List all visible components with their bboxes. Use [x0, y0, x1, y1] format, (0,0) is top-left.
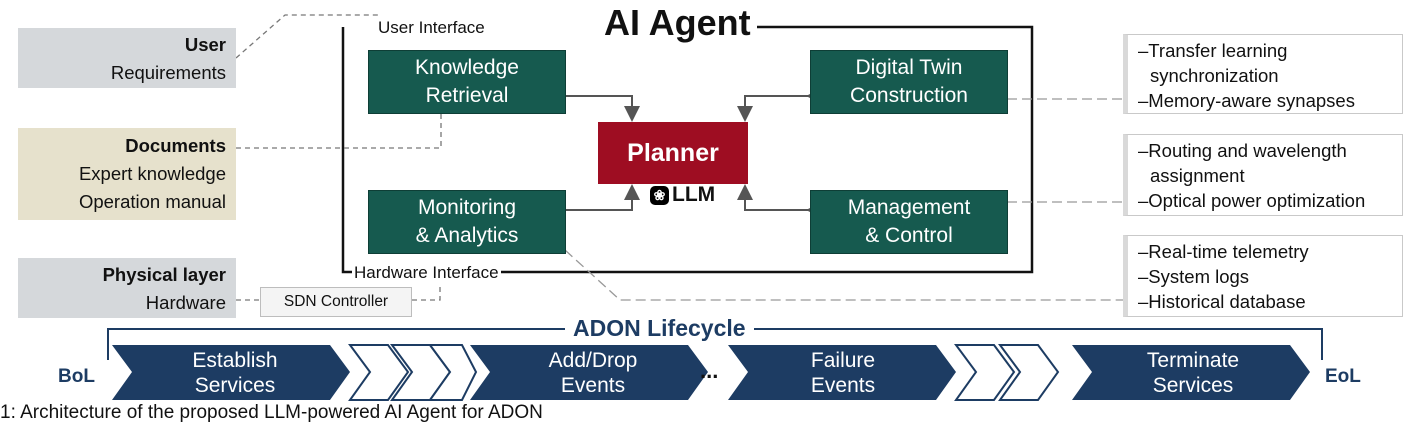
- module-line: Knowledge: [415, 56, 519, 79]
- twin-planner-arrow: [737, 88, 822, 122]
- monitoring-methods-box: –Real-time telemetry –System logs –Histo…: [1123, 235, 1403, 317]
- eol-label: EoL: [1325, 366, 1361, 387]
- module-line: Retrieval: [425, 84, 509, 107]
- openai-icon: ❀: [650, 185, 669, 205]
- stage-chevron-failure: [728, 345, 956, 400]
- user-title: User: [184, 34, 226, 55]
- module-line: & Control: [865, 224, 953, 247]
- knowledge-planner-arrow: [552, 88, 640, 122]
- stage-label-establish: Establish Services: [140, 348, 330, 398]
- stage-label-terminate: Terminate Services: [1098, 348, 1288, 398]
- documents-line: Expert knowledge: [78, 163, 226, 184]
- lifecycle-title: ADON Lifecycle: [565, 314, 754, 342]
- lifecycle-ellipsis: ...: [700, 358, 719, 383]
- method-item: –Transfer learning: [1138, 40, 1288, 61]
- method-item: –Optical power optimization: [1138, 190, 1366, 211]
- stage-line: Services: [194, 374, 276, 397]
- lifecycle-transition-chevrons: [348, 344, 1060, 401]
- stage-line: Add/Drop: [548, 349, 638, 372]
- stage-chevron-terminate: [1072, 345, 1310, 400]
- method-item: –Routing and wavelength: [1138, 140, 1347, 161]
- stage-line: Services: [1152, 374, 1234, 397]
- documents-connector: [236, 113, 442, 149]
- agent-title: AI Agent: [598, 2, 757, 44]
- knowledge-retrieval-module: Knowledge Retrieval: [368, 50, 566, 114]
- documents-input-box: Documents Expert knowledge Operation man…: [18, 128, 236, 220]
- digital-twin-module: Digital Twin Construction: [810, 50, 1008, 114]
- monitoring-output-connector: [564, 249, 1123, 301]
- method-item: –Memory-aware synapses: [1138, 90, 1355, 111]
- physical-layer-line: Hardware: [145, 292, 226, 313]
- planner-box: Planner: [598, 122, 748, 184]
- stage-line: Failure: [810, 349, 876, 372]
- twin-methods-box: –Transfer learning synchronization –Memo…: [1123, 34, 1403, 114]
- monitoring-planner-arrow: [552, 184, 640, 218]
- stage-chevron-add-drop: [470, 345, 708, 400]
- user-interface-label: User Interface: [376, 18, 487, 38]
- module-line: & Analytics: [415, 224, 519, 247]
- documents-line: Operation manual: [78, 191, 226, 212]
- user-input-box: User Requirements: [18, 28, 236, 88]
- module-line: Monitoring: [417, 196, 517, 219]
- stage-line: Events: [560, 374, 626, 397]
- lifecycle-chevrons: [112, 345, 1310, 400]
- stage-label-failure: Failure Events: [750, 348, 936, 398]
- llm-text: LLM: [672, 183, 716, 206]
- stage-line: Establish: [192, 349, 278, 372]
- llm-label: ❀ LLM: [650, 183, 715, 207]
- method-item: –Real-time telemetry: [1138, 241, 1309, 262]
- physical-layer-title: Physical layer: [102, 264, 226, 285]
- module-line: Digital Twin: [855, 56, 963, 79]
- bol-label: BoL: [58, 366, 95, 387]
- stage-chevron-establish: [112, 345, 350, 400]
- user-connector: [235, 14, 379, 59]
- method-item-continued: assignment: [1150, 165, 1245, 186]
- sdn-controller-box: SDN Controller: [260, 287, 412, 317]
- user-line: Requirements: [110, 62, 226, 83]
- monitoring-analytics-module: Monitoring & Analytics: [368, 190, 566, 254]
- agent-frame: [341, 25, 1034, 274]
- management-methods-box: –Routing and wavelength assignment –Opti…: [1123, 134, 1403, 216]
- management-planner-arrow: [737, 184, 822, 218]
- stage-line: Events: [810, 374, 876, 397]
- management-control-module: Management & Control: [810, 190, 1008, 254]
- physical-layer-input-box: Physical layer Hardware: [18, 258, 236, 318]
- method-item: –System logs: [1138, 266, 1250, 287]
- module-line: Construction: [850, 84, 968, 107]
- documents-title: Documents: [125, 135, 226, 156]
- figure-caption: 1: Architecture of the proposed LLM-powe…: [0, 402, 543, 423]
- method-item: –Historical database: [1138, 291, 1306, 312]
- stage-label-add-drop: Add/Drop Events: [498, 348, 688, 398]
- hardware-interface-label: Hardware Interface: [352, 263, 501, 283]
- stage-line: Terminate: [1146, 349, 1240, 372]
- method-item-continued: synchronization: [1150, 65, 1279, 86]
- module-line: Management: [847, 196, 971, 219]
